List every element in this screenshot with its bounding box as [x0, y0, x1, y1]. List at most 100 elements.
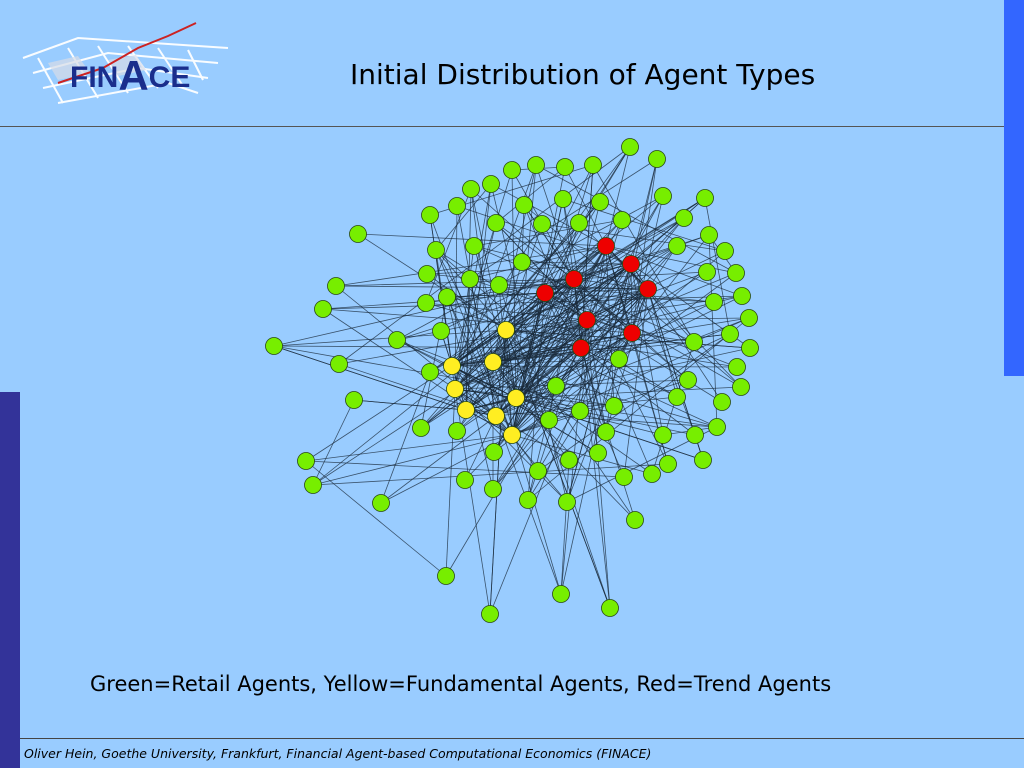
retail-agent-node: [417, 294, 435, 312]
network-edge: [605, 245, 743, 297]
network-edge: [470, 188, 633, 334]
network-edge: [511, 332, 633, 436]
retail-agent-node: [621, 138, 639, 156]
retail-agent-node: [529, 462, 547, 480]
network-edge: [580, 347, 678, 398]
network-edge: [312, 329, 507, 486]
network-nodes: [265, 138, 759, 623]
retail-agent-node: [265, 337, 283, 355]
retail-agent-node: [570, 214, 588, 232]
retail-agent-node: [584, 156, 602, 174]
retail-agent-node: [613, 211, 631, 229]
network-edge: [322, 308, 513, 436]
retail-agent-node: [732, 378, 750, 396]
network-edge: [420, 319, 588, 429]
network-edge: [420, 263, 632, 429]
retail-agent-node: [728, 358, 746, 376]
network-edge: [335, 278, 575, 287]
retail-agent-node: [675, 209, 693, 227]
retail-agent-node: [503, 161, 521, 179]
network-edge: [312, 463, 669, 486]
retail-agent-node: [659, 455, 677, 473]
network-edge: [560, 459, 570, 595]
fundamental-agent-node: [507, 389, 525, 407]
network-edge: [537, 333, 731, 472]
footer-divider: [20, 738, 1024, 739]
network-edge: [454, 319, 588, 390]
network-edge: [579, 245, 607, 412]
network-edge: [312, 434, 513, 486]
fundamental-agent-node: [457, 401, 475, 419]
retail-agent-node: [700, 226, 718, 244]
network-edge: [560, 158, 658, 595]
retail-agent-node: [438, 288, 456, 306]
retail-agent-node: [540, 411, 558, 429]
retail-agent-node: [552, 585, 570, 603]
retail-agent-node: [547, 377, 565, 395]
network-edge: [586, 288, 649, 321]
network-edge: [544, 292, 625, 478]
legend-caption: Green=Retail Agents, Yellow=Fundamental …: [90, 672, 832, 696]
network-edge: [454, 388, 513, 436]
network-edge: [454, 388, 517, 399]
fundamental-agent-node: [446, 380, 464, 398]
retail-agent-node: [418, 265, 436, 283]
network-edge: [573, 271, 708, 280]
retail-agent-node: [304, 476, 322, 494]
retail-agent-node: [626, 511, 644, 529]
logo-text-fin: FIN: [70, 61, 119, 94]
network-edge: [435, 249, 507, 331]
retail-agent-node: [465, 237, 483, 255]
network-edge: [505, 217, 685, 331]
retail-agent-node: [461, 270, 479, 288]
retail-agent-node: [432, 322, 450, 340]
network-edge: [492, 347, 582, 490]
network-edge: [492, 361, 557, 387]
retail-agent-node: [597, 423, 615, 441]
retail-agent-node: [513, 253, 531, 271]
network-edge: [492, 332, 633, 490]
network-edge: [505, 197, 706, 331]
network-edge: [511, 263, 632, 436]
retail-agent-node: [591, 193, 609, 211]
retail-agent-node: [558, 493, 576, 511]
retail-agent-node: [721, 325, 739, 343]
header-divider: [0, 126, 1004, 127]
retail-agent-node: [412, 419, 430, 437]
network-edge: [492, 361, 653, 475]
retail-agent-node: [696, 189, 714, 207]
retail-agent-node: [733, 287, 751, 305]
retail-agent-node: [482, 175, 500, 193]
retail-agent-node: [679, 371, 697, 389]
network-edge: [420, 296, 448, 429]
retail-agent-node: [427, 241, 445, 259]
retail-agent-node: [297, 452, 315, 470]
retail-agent-node: [716, 242, 734, 260]
trend-agent-node: [578, 311, 596, 329]
retail-agent-node: [490, 276, 508, 294]
network-edge: [465, 319, 588, 411]
network-edge: [492, 319, 588, 363]
network-edge: [647, 288, 678, 398]
retail-agent-node: [713, 393, 731, 411]
network-edge: [446, 296, 494, 490]
network-edge: [586, 319, 611, 609]
network-edge: [473, 245, 695, 343]
network-edge: [435, 249, 513, 436]
network-edge: [544, 292, 582, 349]
retail-agent-node: [487, 214, 505, 232]
network-edge: [492, 288, 649, 490]
network-edge: [380, 415, 497, 504]
network-edge: [651, 341, 695, 475]
retail-agent-node: [560, 451, 578, 469]
finace-logo: FINACE: [18, 18, 238, 108]
retail-agent-node: [698, 263, 716, 281]
network-edge: [338, 319, 588, 365]
network-edge: [273, 345, 467, 411]
retail-agent-node: [484, 480, 502, 498]
retail-agent-node: [554, 190, 572, 208]
logo-wordmark: FINACE: [70, 52, 190, 100]
trend-agent-node: [572, 339, 590, 357]
network-edge: [454, 347, 582, 390]
network-edge: [515, 292, 546, 399]
